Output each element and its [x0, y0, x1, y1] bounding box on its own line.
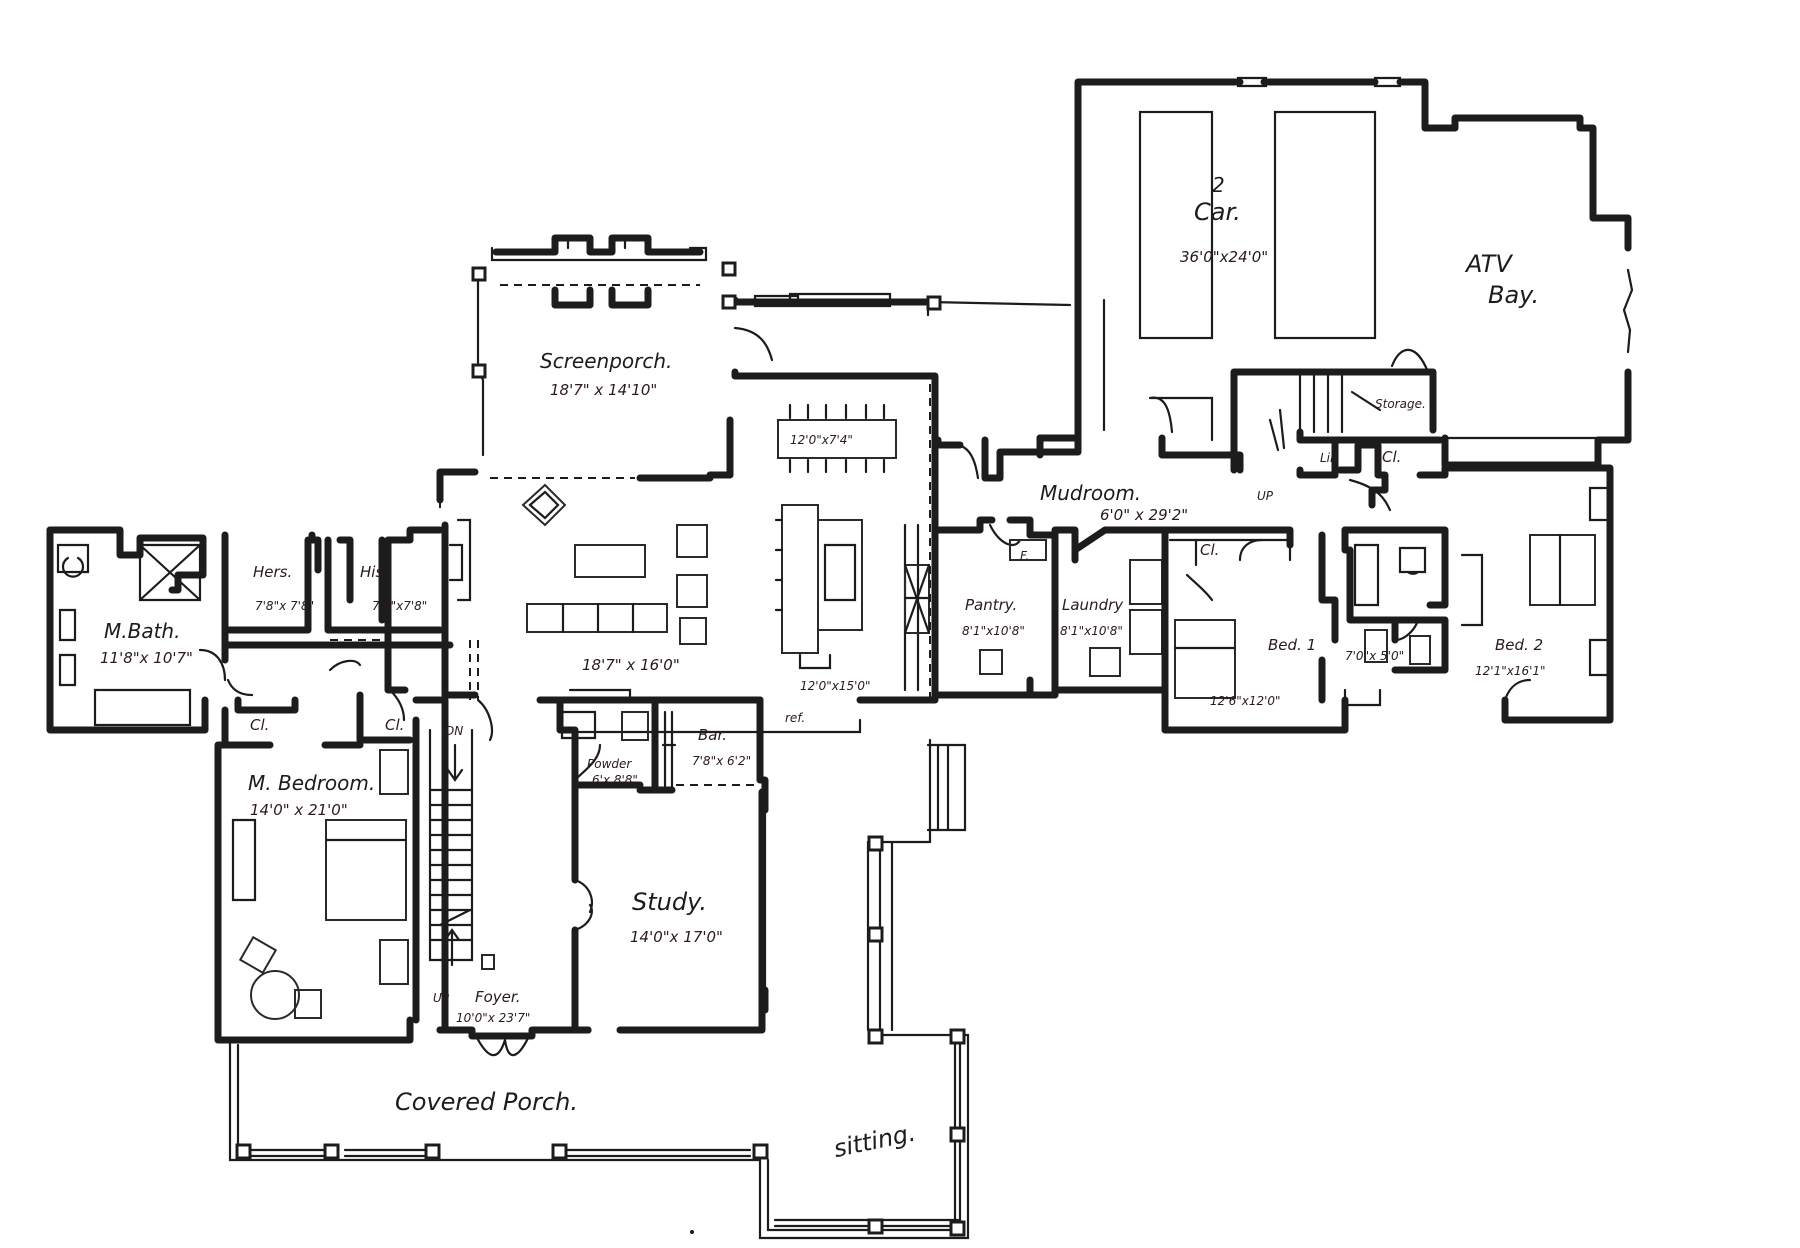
laundry-label: Laundry: [1062, 596, 1124, 614]
screen-porch-posts: [471, 261, 942, 379]
master-bath-dim: 11'8"x 10'7": [100, 649, 193, 667]
his-closet-dim: 7'8"x7'8": [372, 599, 427, 613]
mudroom-walls: [934, 408, 1614, 724]
pantry-label: Pantry.: [965, 596, 1017, 614]
powder-dim: 6'x 8'8": [592, 773, 638, 787]
freezer-label: F.: [1020, 549, 1029, 563]
study-label: Study.: [632, 888, 707, 916]
master-bath-label: M.Bath.: [104, 619, 180, 643]
right-closet-label: Cl.: [385, 716, 404, 734]
master-bedroom-label: M. Bedroom.: [248, 771, 375, 795]
bed1-closet-label: Cl.: [1200, 541, 1219, 559]
foyer-label: Foyer.: [475, 988, 520, 1006]
garage-walls: [1036, 76, 1634, 469]
dining-furniture: [774, 403, 897, 670]
foyer-dim: 10'0"x 23'7": [456, 1011, 530, 1025]
laundry-dim: 8'1"x10'8": [1060, 624, 1123, 638]
ref-label: ref.: [785, 711, 805, 725]
left-closet-label: Cl.: [250, 716, 269, 734]
powder-label: Powder: [587, 757, 632, 771]
storage-label: Storage.: [1375, 397, 1426, 411]
covered-porch-label: Covered Porch.: [395, 1088, 578, 1116]
bed2-dim: 12'1"x16'1": [1475, 664, 1546, 678]
garage-dim: 36'0"x24'0": [1180, 248, 1268, 266]
atv-label-line2: Bay.: [1488, 281, 1539, 309]
up-mudroom: UP: [1257, 489, 1274, 503]
parking-spaces: [1138, 110, 1377, 340]
living-dim: 18'7" x 16'0": [582, 656, 680, 674]
mudroom-label: Mudroom.: [1040, 481, 1141, 505]
mudroom-dim: 6'0" x 29'2": [1100, 506, 1188, 524]
powder-bar: [536, 696, 769, 804]
lin-label: Lin: [1320, 451, 1338, 465]
living-furniture: [521, 483, 708, 700]
porch-posts: [235, 835, 966, 1237]
sitting-label: sitting.: [831, 1119, 918, 1164]
hers-closet-dim: 7'8"x 7'8": [255, 599, 314, 613]
bed1-label: Bed. 1: [1268, 636, 1316, 654]
atv-label-line1: ATV: [1464, 250, 1513, 278]
study-walls: [571, 781, 769, 1034]
bed2-label: Bed. 2: [1495, 636, 1543, 654]
bar-dim: 7'8"x 6'2": [692, 754, 751, 768]
up-foyer-label: UP: [433, 991, 450, 1005]
garage-label: Car.: [1194, 198, 1241, 226]
his-closet-label: His.: [360, 563, 388, 581]
master-bedroom-walls: [214, 716, 420, 1044]
bath2-walls: [1341, 526, 1484, 674]
down-label: DN: [445, 724, 463, 738]
screen-porch-walls: [476, 234, 1072, 482]
bed1-dim: 12'6"x12'0": [1210, 694, 1281, 708]
master-bedroom-dim: 14'0" x 21'0": [250, 801, 348, 819]
dining-dim: 12'0"x7'4": [790, 433, 853, 447]
main-core-walls: [436, 380, 939, 734]
hers-closet-label: Hers.: [253, 563, 292, 581]
bed1-walls: [1161, 526, 1382, 734]
bar-label: Bar.: [698, 726, 727, 744]
pantry-dim: 8'1"x10'8": [962, 624, 1025, 638]
screen-porch-label: Screenporch.: [540, 349, 672, 373]
room-labels: 2 Car. 36'0"x24'0" ATV Bay. Storage. Scr…: [100, 173, 1546, 1163]
hall-closet-label: Cl.: [1382, 448, 1401, 466]
study-dim: 14'0"x 17'0": [630, 928, 723, 946]
garage-count: 2: [1212, 173, 1225, 197]
garage-stair-storage: [1102, 298, 1600, 470]
west-wing-walls: [46, 526, 444, 734]
kitchen-dim: 12'0"x15'0": [800, 679, 871, 693]
bath2-dim: 7'0"x 5'0": [1345, 649, 1404, 663]
bed2-furniture: [1503, 533, 1596, 702]
screen-porch-dim: 18'7" x 14'10": [550, 381, 657, 399]
